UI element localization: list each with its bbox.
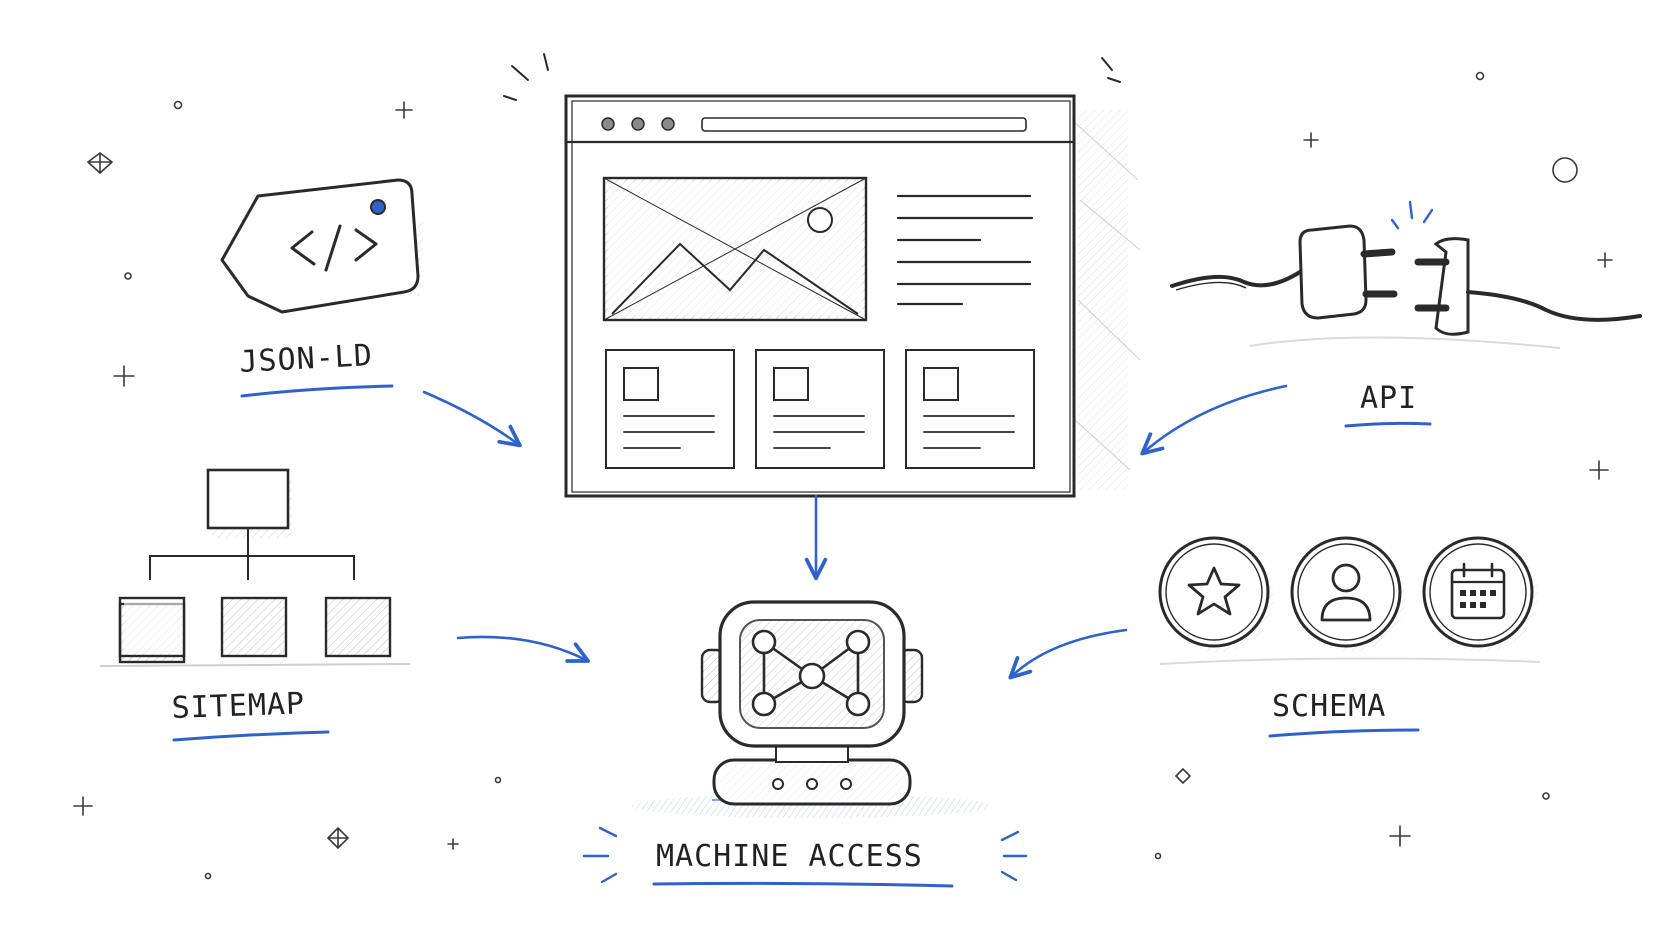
star-icon — [1158, 536, 1274, 652]
underline-api — [1344, 421, 1432, 428]
person-icon — [1290, 536, 1406, 652]
webpage-wireframe-icon — [503, 53, 1141, 498]
arrow-sitemap-to-robot — [456, 635, 590, 663]
robot-network-icon — [632, 600, 992, 818]
arrow-api-to-webpage — [1140, 384, 1288, 456]
schema-badges — [1158, 536, 1541, 665]
label-api: API — [1360, 381, 1417, 416]
machine-access-emphasis-marks — [582, 826, 1028, 884]
arrow-json-ld-to-webpage — [422, 390, 522, 448]
label-sitemap: SITEMAP — [171, 686, 306, 726]
label-schema: SCHEMA — [1272, 689, 1386, 724]
plug-connector-icon — [1170, 200, 1642, 349]
decorative-sparkles — [73, 71, 1613, 880]
sitemap-tree-icon — [99, 468, 411, 667]
underline-schema — [1268, 728, 1420, 738]
code-tag-icon — [220, 178, 424, 314]
underline-sitemap — [172, 730, 330, 742]
label-json-ld: JSON-LD — [239, 338, 374, 380]
underline-machine-access — [652, 881, 954, 888]
label-machine-access: MACHINE ACCESS — [656, 839, 923, 874]
calendar-icon — [1422, 536, 1538, 652]
underline-json-ld — [240, 384, 394, 398]
flow-arrows — [422, 384, 1288, 680]
arrow-schema-to-robot — [1008, 628, 1128, 680]
